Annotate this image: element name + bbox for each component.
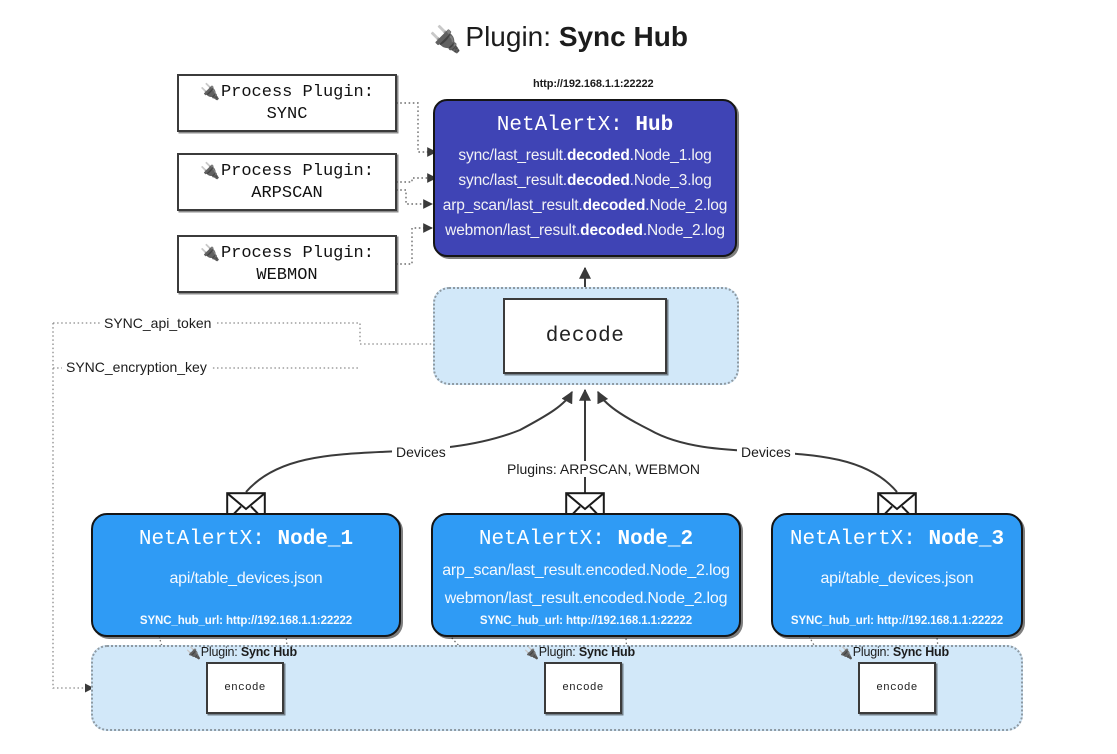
hub-title-prefix: NetAlertX: [496, 114, 623, 137]
hub-title: NetAlertX: Hub [497, 111, 673, 141]
process-plugin-box-sync[interactable]: 🔌Process Plugin: SYNC [177, 74, 397, 132]
plug-icon: 🔌 [200, 82, 220, 101]
process-plugin-line2: WEBMON [256, 266, 318, 285]
page-title-prefix: Plugin: [465, 21, 552, 52]
hub-url-label: http://192.168.1.1:22222 [533, 78, 654, 90]
node-box-node-1[interactable]: NetAlertX: Node_1 api/table_devices.json… [91, 513, 401, 637]
plug-icon: 🔌 [524, 646, 539, 660]
hub-title-name: Hub [635, 114, 674, 137]
node-log-line: api/table_devices.json [169, 570, 323, 587]
node-title: NetAlertX: Node_2 [479, 525, 693, 555]
process-plugin-line1: Process Plugin: [220, 244, 374, 263]
encode-box-node-3[interactable]: encode [858, 662, 936, 714]
process-plugin-heading: 🔌Process Plugin: [200, 159, 374, 183]
sync-api-token-label: SYNC_api_token [100, 315, 216, 331]
edge-label-devices-left: Devices [392, 444, 450, 460]
hub-log-line: arp_scan/last_result.decoded.Node_2.log [442, 197, 728, 214]
node-box-node-2[interactable]: NetAlertX: Node_2 arp_scan/last_result.e… [431, 513, 741, 637]
hub-box[interactable]: NetAlertX: Hub sync/last_result.decoded.… [433, 99, 737, 257]
encode-box-node-2[interactable]: encode [544, 662, 622, 714]
node-log-line: api/table_devices.json [820, 570, 974, 587]
hub-log-line: sync/last_result.decoded.Node_1.log [458, 147, 712, 164]
plug-icon: 🔌 [429, 25, 462, 55]
edge-label-devices-right: Devices [737, 444, 795, 460]
process-plugin-box-arpscan[interactable]: 🔌Process Plugin: ARPSCAN [177, 153, 397, 211]
encoder-plugin-tag: 🔌Plugin: Sync Hub [186, 645, 297, 660]
plug-icon: 🔌 [186, 646, 201, 660]
edge-label-plugins-middle: Plugins: ARPSCAN, WEBMON [503, 461, 704, 477]
encode-box-node-1[interactable]: encode [206, 662, 284, 714]
node-footer: SYNC_hub_url: http://192.168.1.1:22222 [790, 615, 1004, 627]
process-plugin-line1: Process Plugin: [220, 162, 374, 181]
hub-log-list: sync/last_result.decoded.Node_1.log sync… [435, 143, 735, 243]
node-title-name: Node_2 [617, 528, 694, 551]
page-title: 🔌Plugin: Sync Hub [0, 16, 1117, 59]
node-title-prefix: NetAlertX: [478, 528, 605, 551]
node-title-name: Node_1 [277, 528, 354, 551]
sync-encryption-key-label: SYNC_encryption_key [62, 359, 211, 375]
node-footer: SYNC_hub_url: http://192.168.1.1:22222 [139, 615, 353, 627]
plug-icon: 🔌 [200, 243, 220, 262]
node-log-line: arp_scan/last_result.encoded.Node_2.log [442, 562, 730, 579]
process-plugin-line2: SYNC [266, 105, 308, 124]
node-title-prefix: NetAlertX: [138, 528, 265, 551]
node-log-line: webmon/last_result.encoded.Node_2.log [444, 590, 728, 607]
node-title: NetAlertX: Node_1 [139, 525, 353, 555]
page-title-name: Sync Hub [558, 21, 688, 52]
process-plugin-heading: 🔌Process Plugin: [200, 241, 374, 265]
encoder-plugin-tag: 🔌Plugin: Sync Hub [524, 645, 635, 660]
node-footer: SYNC_hub_url: http://192.168.1.1:22222 [479, 615, 693, 627]
process-plugin-line1: Process Plugin: [220, 83, 374, 102]
node-title-name: Node_3 [928, 528, 1005, 551]
process-plugin-box-webmon[interactable]: 🔌Process Plugin: WEBMON [177, 235, 397, 293]
encoder-plugin-tag: 🔌Plugin: Sync Hub [838, 645, 949, 660]
process-plugin-line2: ARPSCAN [251, 184, 323, 203]
plug-icon: 🔌 [838, 646, 853, 660]
decode-box[interactable]: decode [503, 298, 667, 374]
node-title: NetAlertX: Node_3 [790, 525, 1004, 555]
node-title-prefix: NetAlertX: [789, 528, 916, 551]
hub-log-line: sync/last_result.decoded.Node_3.log [458, 172, 712, 189]
hub-log-line: webmon/last_result.decoded.Node_2.log [445, 222, 725, 239]
plug-icon: 🔌 [200, 161, 220, 180]
process-plugin-heading: 🔌Process Plugin: [200, 80, 374, 104]
node-box-node-3[interactable]: NetAlertX: Node_3 api/table_devices.json… [771, 513, 1023, 637]
